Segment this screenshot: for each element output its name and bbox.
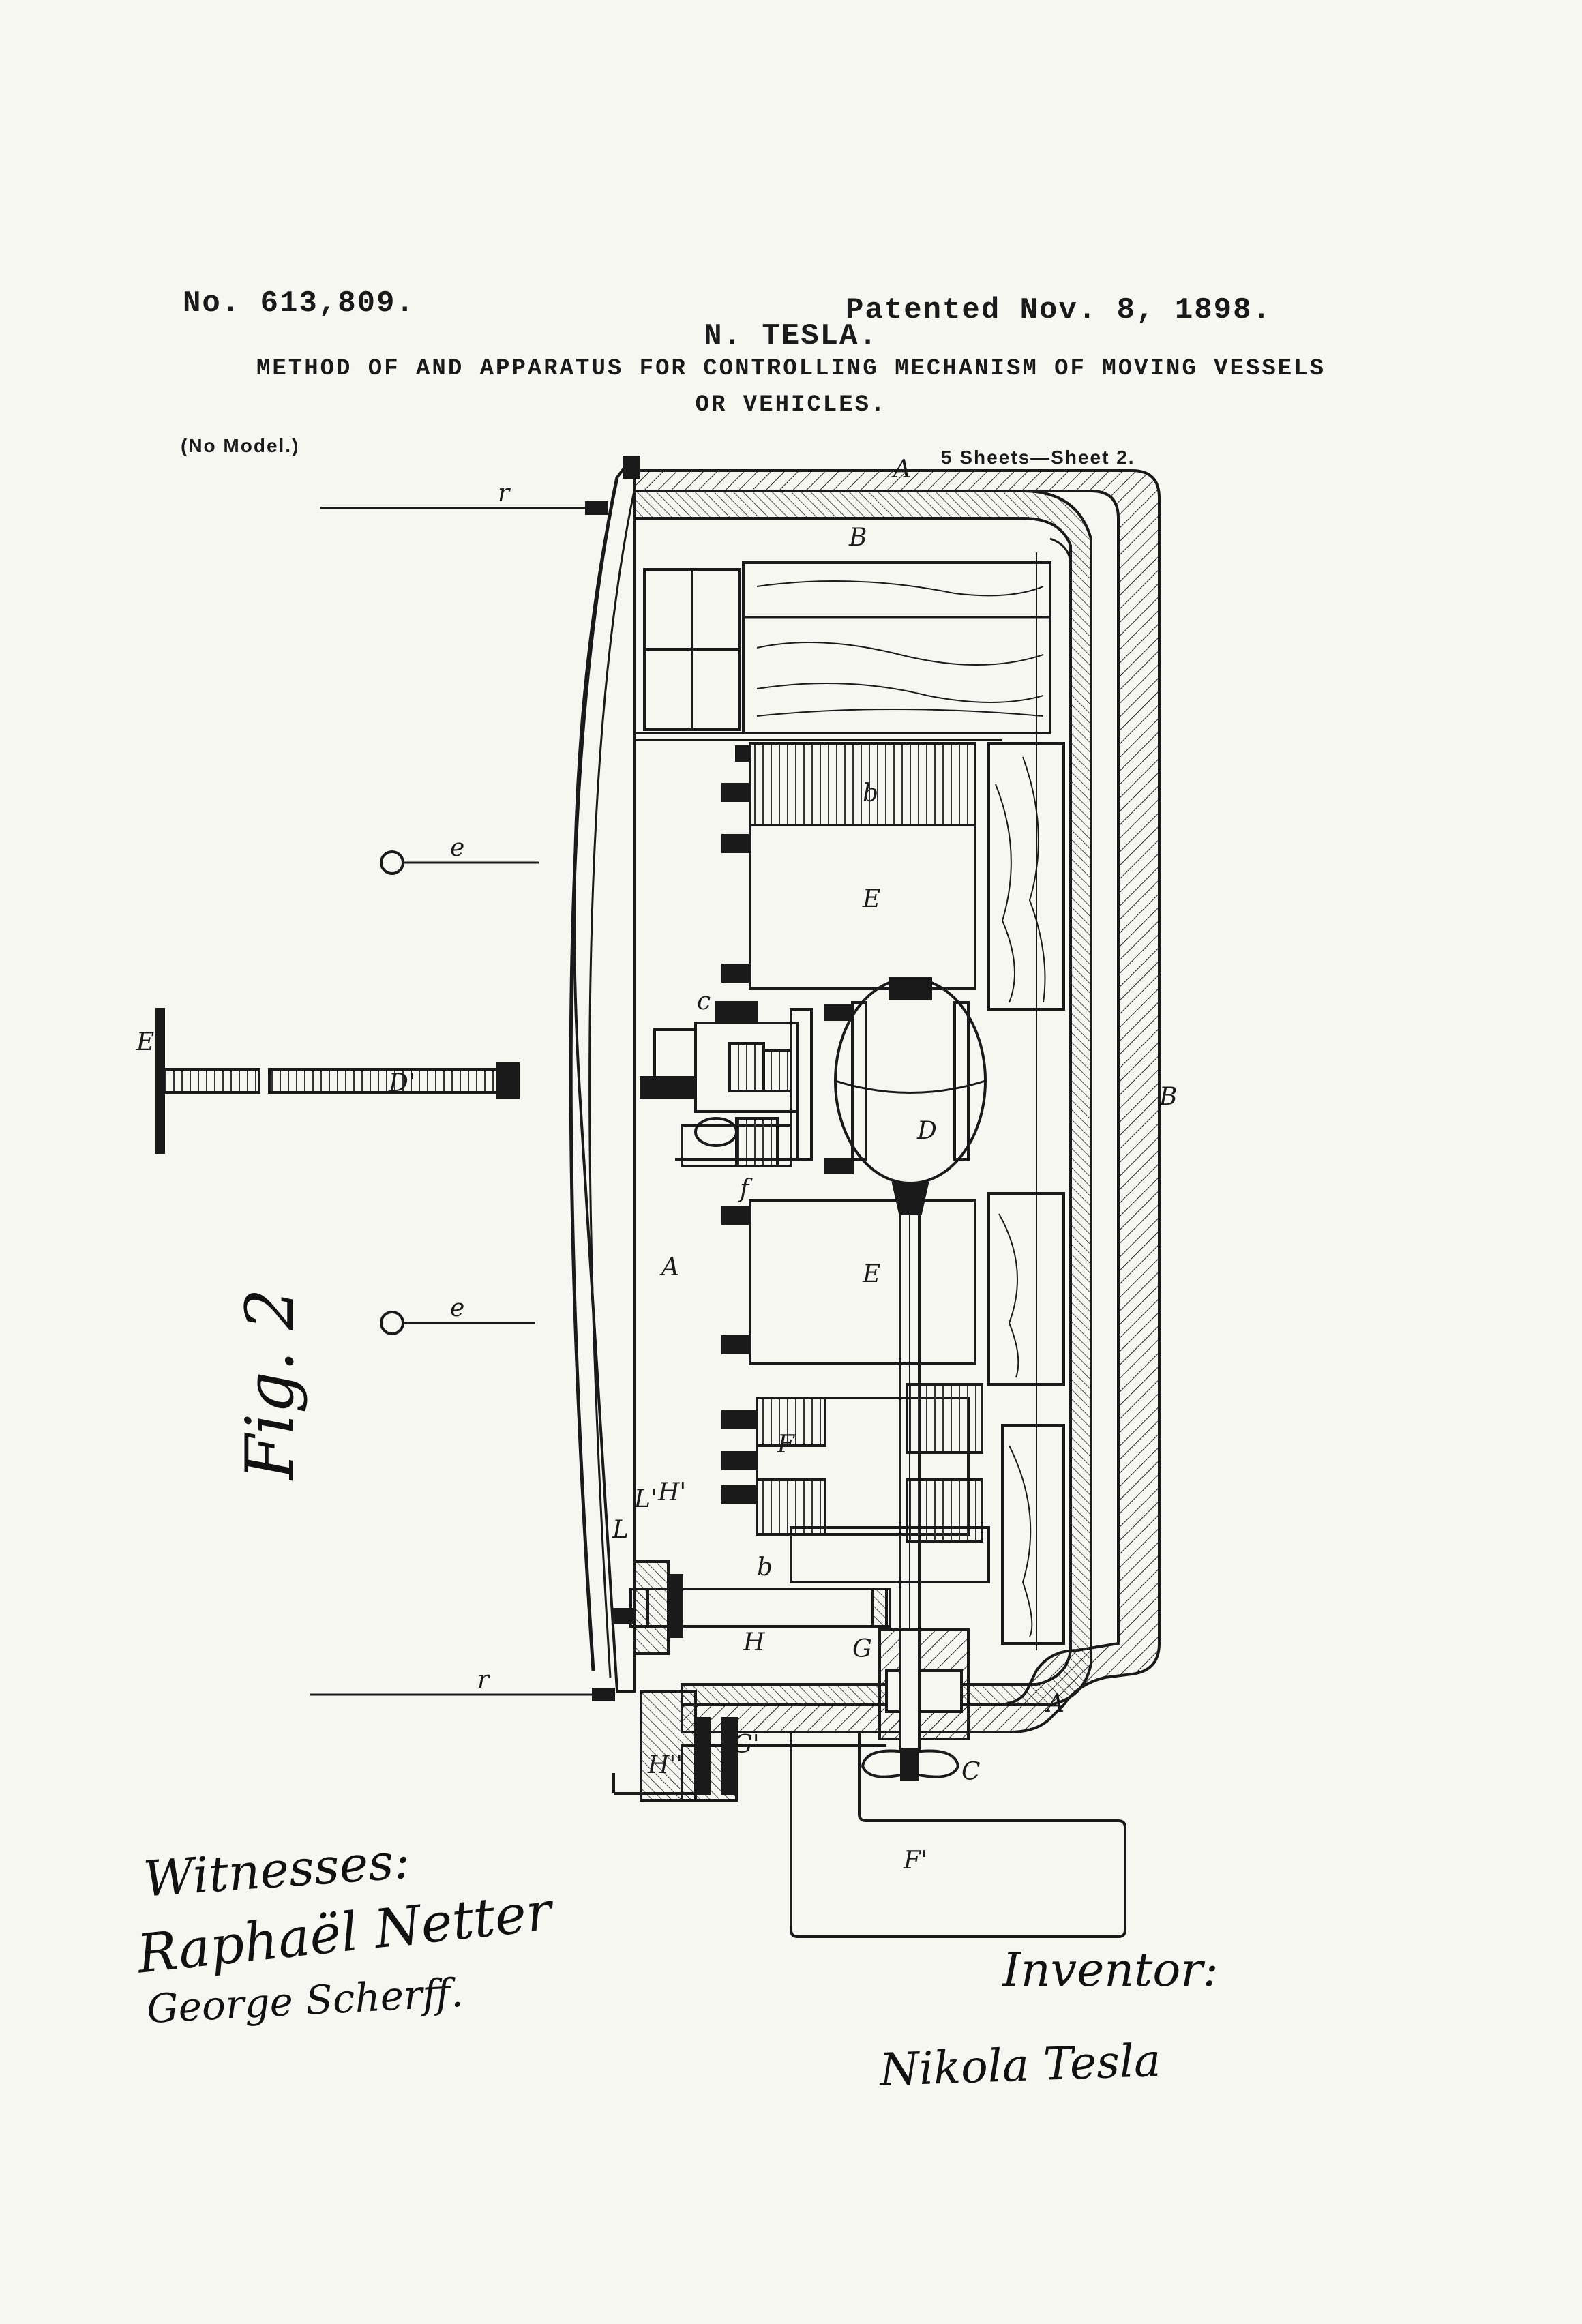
ref-e-lower: e (450, 1294, 464, 1322)
ref-r-bottom: r (477, 1666, 490, 1694)
ref-G-prime: G' (733, 1731, 760, 1759)
ref-a: a (644, 1076, 659, 1104)
inventor-label: Inventor: (1002, 1943, 1219, 1997)
sheet-count: 5 Sheets—Sheet 2. (941, 447, 1135, 468)
ref-A-middle: A (659, 1253, 679, 1281)
ref-C: C (961, 1758, 981, 1786)
patent-date: Patented Nov. 8, 1898. (846, 293, 1272, 327)
ref-b: b (863, 779, 878, 807)
hull-inner-lining (633, 490, 1092, 1706)
ref-B-top: B (848, 524, 867, 552)
ref-F: F (777, 1431, 796, 1459)
ref-A-top: A (891, 456, 911, 483)
ref-f: f (738, 1175, 753, 1203)
ref-D: D (916, 1117, 937, 1145)
ref-F-prime: F' (903, 1847, 927, 1875)
rudder (790, 1732, 1126, 1938)
ref-L-prime: L' (633, 1485, 657, 1513)
ref-e-upper: e (450, 834, 464, 862)
title-line-2: OR VEHICLES. (695, 392, 887, 418)
ref-b-lower: b (757, 1553, 773, 1581)
ref-A-bottom: A (1045, 1690, 1064, 1718)
ref-D-prime: D' (388, 1069, 415, 1097)
ref-B-right: B (1159, 1083, 1177, 1111)
inventor-name: N. TESLA. (704, 319, 878, 353)
ref-H: H (743, 1628, 765, 1656)
figure-label: Fig. 2 (232, 1288, 308, 1480)
title-line-1: METHOD OF AND APPARATUS FOR CONTROLLING … (256, 356, 1326, 382)
ref-H-prime: H' (657, 1478, 686, 1506)
ref-L: L (612, 1516, 629, 1544)
ref-c: c (697, 987, 711, 1015)
inventor-signature: Nikola Tesla (878, 2034, 1162, 2097)
ref-G: G (852, 1635, 872, 1663)
no-model-note: (No Model.) (181, 435, 300, 456)
patent-number: No. 613,809. (183, 286, 415, 321)
ref-E-upper: E (862, 885, 880, 913)
ref-H-double-prime: H'' (647, 1751, 683, 1779)
ref-E-lower: E (862, 1260, 880, 1288)
ref-r-top: r (498, 479, 511, 507)
ref-E-prime: E' (136, 1028, 161, 1056)
